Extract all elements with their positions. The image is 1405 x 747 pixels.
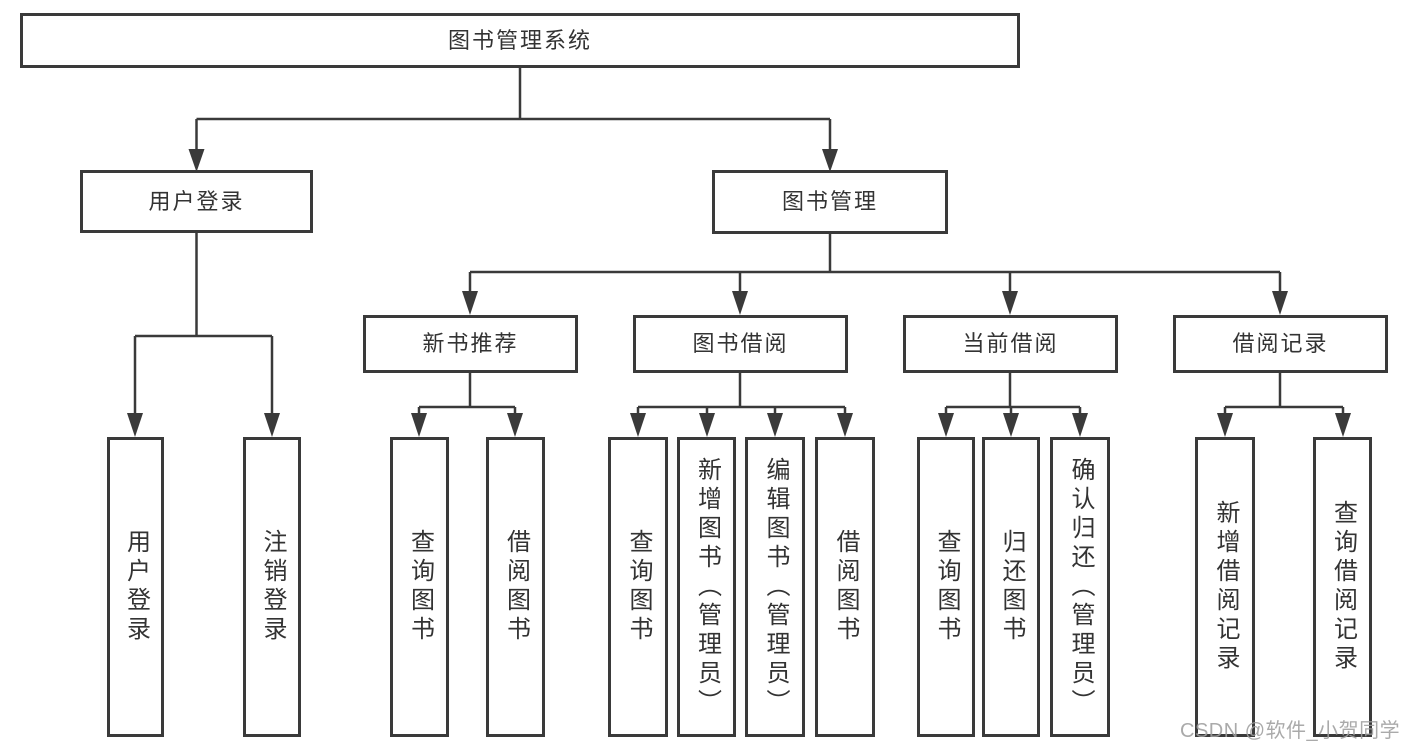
leaf-query-borrow-record: 查询借阅记录: [1313, 437, 1372, 737]
leaf-label: 编辑图书（管理员）: [762, 456, 789, 718]
leaf-label: 注销登录: [259, 529, 286, 645]
leaf-query-books-recommend: 查询图书: [390, 437, 449, 737]
node-root: 图书管理系统: [20, 13, 1020, 68]
node-label: 图书管理系统: [447, 27, 592, 53]
node-user-login: 用户登录: [80, 170, 313, 233]
leaf-add-borrow-record: 新增借阅记录: [1195, 437, 1255, 737]
leaf-confirm-return-admin: 确认归还（管理员）: [1050, 437, 1110, 737]
leaf-label: 借阅图书: [832, 529, 859, 645]
leaf-query-books-borrowing: 查询图书: [608, 437, 668, 737]
leaf-label: 查询图书: [933, 529, 960, 645]
leaf-user-login: 用户登录: [107, 437, 164, 737]
leaf-label: 新增借阅记录: [1212, 500, 1239, 674]
leaf-add-book-admin: 新增图书（管理员）: [677, 437, 736, 737]
leaf-label: 归还图书: [998, 529, 1025, 645]
leaf-label: 新增图书（管理员）: [693, 456, 721, 718]
node-label: 用户登录: [148, 188, 245, 214]
leaf-label: 借阅图书: [502, 529, 530, 645]
node-label: 当前借阅: [962, 331, 1059, 356]
leaf-label: 查询图书: [406, 529, 434, 645]
leaf-borrow-books-borrowing: 借阅图书: [815, 437, 875, 737]
node-current-borrowing: 当前借阅: [903, 315, 1118, 373]
node-label: 图书管理: [781, 189, 878, 214]
leaf-label: 查询借阅记录: [1329, 500, 1357, 674]
leaf-label: 查询图书: [625, 529, 652, 645]
leaf-query-books-current: 查询图书: [917, 437, 975, 737]
node-label: 图书借阅: [692, 331, 789, 356]
watermark: CSDN @软件_小贺同学: [1180, 720, 1401, 742]
leaf-label: 用户登录: [122, 529, 150, 645]
leaf-edit-book-admin: 编辑图书（管理员）: [745, 437, 805, 737]
node-label: 借阅记录: [1232, 331, 1329, 356]
leaf-label: 确认归还（管理员）: [1067, 456, 1094, 718]
node-book-management: 图书管理: [712, 170, 948, 234]
node-new-book-recommendation: 新书推荐: [363, 315, 578, 373]
leaf-return-books: 归还图书: [982, 437, 1040, 737]
leaf-borrow-books-recommend: 借阅图书: [486, 437, 545, 737]
leaf-logout: 注销登录: [243, 437, 301, 737]
node-book-borrowing: 图书借阅: [633, 315, 848, 373]
node-borrowing-records: 借阅记录: [1173, 315, 1388, 373]
node-label: 新书推荐: [422, 331, 519, 356]
